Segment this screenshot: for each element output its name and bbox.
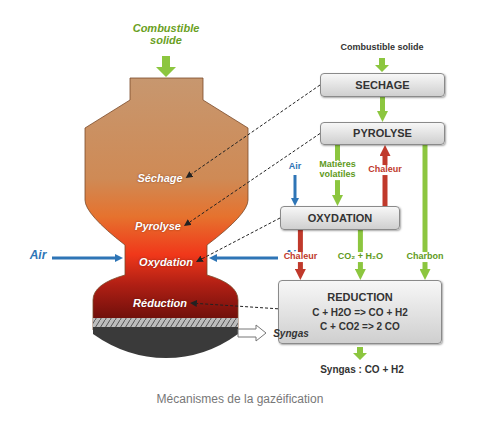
flow-arrow (358, 230, 363, 269)
node-title: PYROLYSE (353, 127, 412, 140)
flow-arrow (423, 145, 428, 269)
node-title: Pyrolyse (135, 220, 181, 233)
air-inlet (217, 257, 278, 260)
ash-pit (93, 327, 238, 358)
air-inlet (52, 257, 115, 260)
process-box: PYROLYSE (320, 122, 445, 145)
process-box: OXYDATION (280, 206, 400, 230)
zone-band: Pyrolyse (132, 218, 184, 235)
grate (93, 318, 238, 327)
node-title: OXYDATION (308, 212, 373, 225)
annotation-label: Air (23, 249, 53, 262)
annotation-label: Combustible solide (130, 22, 202, 46)
gasifier-body (85, 78, 248, 330)
flow-arrow (380, 97, 385, 111)
annotation-label: Syngas : CO + H2 (297, 364, 427, 375)
zone-band: Séchage (134, 170, 185, 187)
annotation-label: Combustible solide (327, 43, 437, 53)
syngas-arrow (353, 347, 367, 360)
node-title: Réduction (133, 297, 187, 310)
dashed-pointer (202, 218, 280, 259)
annotation-label: Air (280, 162, 310, 172)
node-title: Séchage (137, 172, 182, 185)
node-title: Oxydation (139, 256, 193, 269)
node-title: SECHAGE (355, 79, 409, 92)
flow-label: Chaleur (363, 165, 407, 175)
zone-band: Oxydation (136, 254, 196, 271)
flow-label: Charbon (401, 252, 449, 262)
dashed-pointer (191, 85, 320, 174)
flow-arrow (383, 156, 388, 206)
dashed-pointer (197, 303, 278, 308)
reaction-equation: C + CO2 => 2 CO (320, 321, 400, 333)
feed-arrow (375, 58, 389, 72)
flow-label: CO₂ + H₂O (331, 252, 389, 262)
figure-caption: Mécanismes de la gazéification (157, 392, 324, 406)
node-title: REDUCTION (327, 291, 392, 304)
feed-arrow (156, 56, 176, 77)
reaction-equation: C + H2O => CO + H2 (312, 307, 408, 319)
zone-band: Réduction (130, 295, 190, 312)
syngas-outlet-arrow (238, 325, 266, 341)
annotation-label: Syngas (266, 328, 316, 339)
process-box: SECHAGE (320, 73, 445, 97)
flow-label: Matières volatiles (313, 160, 363, 180)
flow-label: Chaleur (278, 252, 322, 262)
air-arrow (294, 175, 297, 198)
